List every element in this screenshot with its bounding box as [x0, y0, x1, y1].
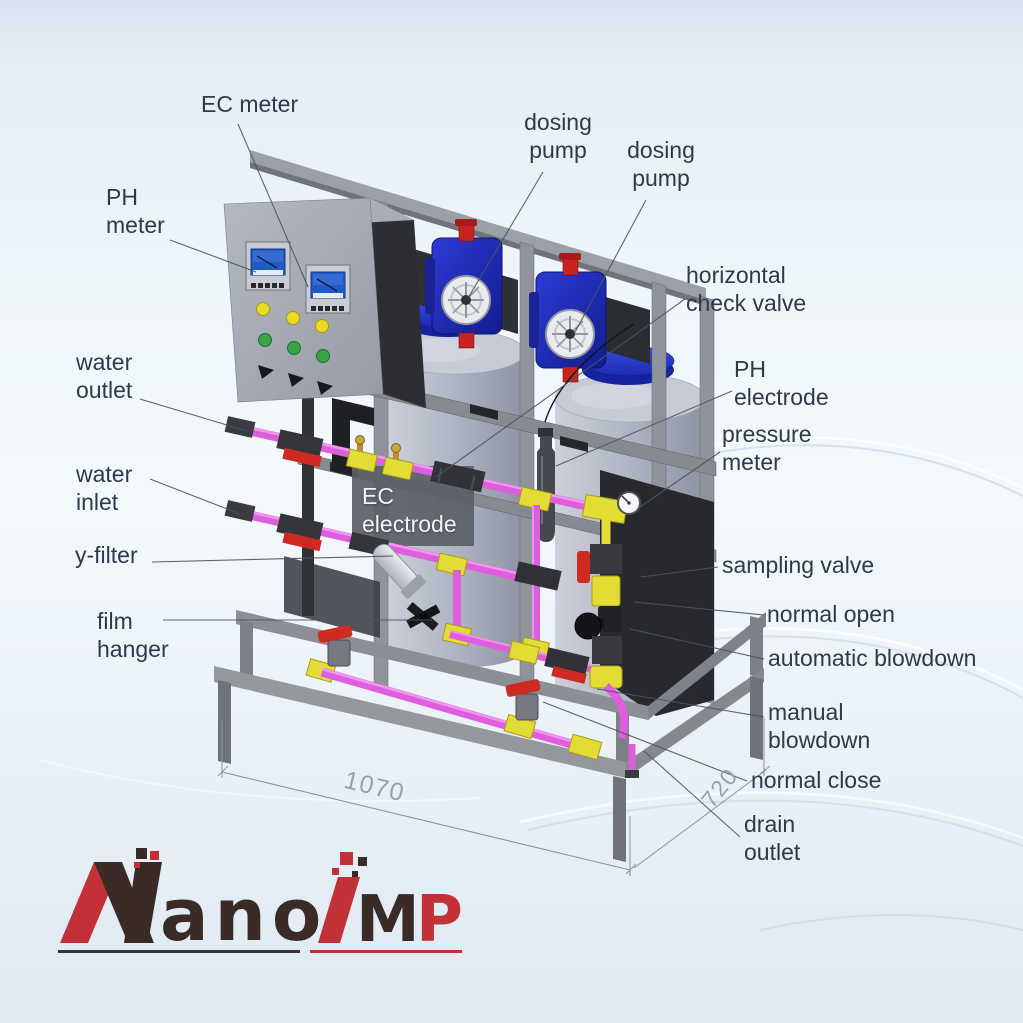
piping [224, 416, 641, 778]
dosing-pump-2 [528, 252, 607, 383]
label-dosing-pump-2: dosing pump [627, 137, 695, 192]
label-ec-meter: EC meter [201, 91, 299, 117]
film-hanger-clamp [406, 602, 441, 631]
label-sampling-valve: sampling valve [722, 552, 875, 578]
logo-segment-m: M [356, 883, 420, 957]
label-y-filter: y-filter [75, 542, 138, 568]
panel-buttons [256, 302, 333, 395]
ph-electrode-probe [537, 323, 635, 542]
manifold-pipe [449, 630, 605, 684]
logo-underline-dark [58, 950, 300, 953]
manual-blowdown-valve-body [503, 679, 541, 740]
control-panel [223, 197, 426, 408]
label-ph-meter: PH meter [106, 184, 165, 239]
logo-pixel-squares [134, 848, 159, 869]
label-normal-close: normal close [751, 767, 882, 793]
automatic-blowdown-valve-body [574, 606, 622, 640]
logo-letter-n [60, 862, 162, 943]
label-water-outlet: water outlet [76, 349, 133, 404]
dosing-pump-1 [424, 218, 503, 349]
label-water-inlet: water inlet [76, 461, 133, 516]
logo-letter-i [318, 877, 360, 943]
logo-underline-red [310, 950, 462, 953]
water-outlet-pipe [224, 416, 629, 525]
drain-outlet-pipe [625, 744, 639, 778]
label-normal-open: normal open [767, 601, 895, 627]
bottom-drain-pipe [305, 625, 603, 761]
nanoimp-logo-art: ano M P [58, 848, 463, 957]
normal-close-valve-body [317, 625, 353, 667]
ec-meter-display [305, 264, 351, 314]
label-pressure-meter: pressure meter [722, 421, 812, 476]
water-inlet-pipe [224, 500, 562, 599]
label-horizontal-check-valve: horizontal check valve [686, 262, 807, 317]
logo-segment-ano: ano [160, 873, 327, 957]
logo-pixel-squares [332, 852, 367, 877]
label-ec-electrode: EC electrode [362, 483, 457, 538]
label-automatic-blowdown: automatic blowdown [768, 645, 977, 671]
dimension-lines [217, 718, 771, 876]
label-drain-outlet: drain outlet [744, 811, 801, 866]
label-film-hanger: film hanger [97, 608, 169, 663]
label-dosing-pump-1: dosing pump [524, 109, 592, 164]
pressure-gauge [617, 491, 641, 515]
label-manual-blowdown: manual blowdown [768, 699, 871, 754]
logo-segment-p: P [416, 883, 463, 957]
leader-lines [139, 123, 765, 838]
label-ph-electrode: PH electrode [734, 356, 829, 411]
nanoimp-logo: ano M P [56, 846, 476, 958]
normal-open-valve-body [591, 575, 621, 607]
sampling-valve-body [577, 544, 622, 583]
ph-meter-display [245, 241, 291, 291]
